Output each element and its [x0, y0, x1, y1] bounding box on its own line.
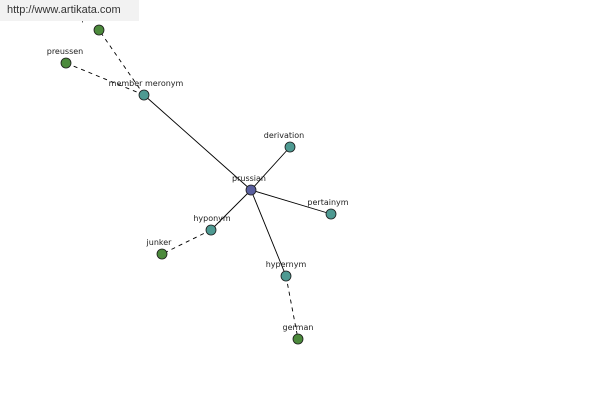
edge-prussian-to-derivation: [250, 146, 291, 191]
edge-member-meronym-to-prussia: [98, 29, 145, 96]
node-dot-preussen[interactable]: [60, 57, 72, 69]
node-dot-pertainym[interactable]: [325, 208, 337, 220]
node-label-hyponym: hyponym: [193, 214, 231, 223]
edge-hypernym-to-german: [285, 275, 299, 340]
node-prussian[interactable]: prussian: [232, 174, 266, 196]
node-dot-derivation[interactable]: [284, 141, 296, 153]
node-dot-german[interactable]: [292, 333, 304, 345]
node-dot-member-meronym[interactable]: [138, 89, 150, 101]
edge-hyponym-to-junker: [161, 229, 212, 255]
node-label-member-meronym: member meronym: [109, 79, 184, 88]
node-dot-hypernym[interactable]: [280, 270, 292, 282]
node-hyponym[interactable]: hyponym: [193, 214, 231, 236]
node-dot-prussian[interactable]: [245, 184, 257, 196]
edge-prussian-to-hyponym: [210, 189, 252, 231]
edges-layer: [65, 29, 332, 340]
node-preussen[interactable]: preussen: [47, 47, 84, 69]
edge-prussian-to-pertainym: [250, 189, 332, 215]
node-label-german: german: [283, 323, 314, 332]
node-label-pertainym: pertainym: [307, 198, 348, 207]
node-label-preussen: preussen: [47, 47, 84, 56]
node-label-hypernym: hypernym: [266, 260, 307, 269]
site-url-watermark: http://www.artikata.com: [0, 0, 139, 21]
node-pertainym[interactable]: pertainym: [307, 198, 349, 220]
edge-prussian-to-hypernym: [250, 189, 287, 277]
node-dot-junker[interactable]: [156, 248, 168, 260]
node-german[interactable]: german: [283, 323, 314, 345]
nodes-layer: prussian member meronym derivation pertainy…: [47, 14, 349, 345]
node-label-derivation: derivation: [264, 131, 304, 140]
node-hypernym[interactable]: hypernym: [266, 260, 307, 282]
edge-member-meronym-to-preussen: [65, 62, 145, 96]
node-dot-hyponym[interactable]: [205, 224, 217, 236]
node-label-junker: junker: [146, 238, 173, 247]
node-label-prussian: prussian: [232, 174, 266, 183]
node-derivation[interactable]: derivation: [264, 131, 304, 153]
node-dot-prussia[interactable]: [93, 24, 105, 36]
node-junker[interactable]: junker: [146, 238, 173, 260]
node-member-meronym[interactable]: member meronym: [109, 79, 184, 101]
edge-prussian-to-member-meronym: [143, 94, 252, 191]
